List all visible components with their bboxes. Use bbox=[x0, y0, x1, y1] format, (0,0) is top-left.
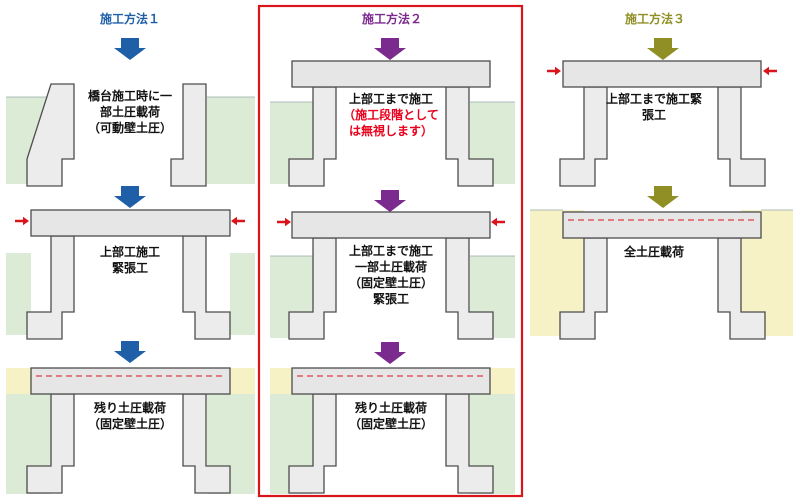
m3s1-load-arrow-left bbox=[547, 66, 561, 76]
method-2-arrow-2 bbox=[374, 190, 406, 212]
method-2-step-2-label: 上部工まで施工 一部土圧載荷 （固定壁土圧） 緊張工 bbox=[348, 244, 433, 306]
m2s2-pier-right bbox=[445, 237, 494, 340]
m2s2-load-arrow-left bbox=[277, 217, 291, 227]
m1s3-soil-yellow-left bbox=[6, 368, 31, 394]
m2s2-load-arrow-right bbox=[491, 217, 505, 227]
method-2-arrow-1 bbox=[374, 38, 406, 60]
method-2-highlight-frame bbox=[257, 4, 524, 498]
m1s3-pier-left bbox=[26, 393, 75, 494]
m3s2-deck bbox=[562, 211, 762, 239]
m2s2-pier-left bbox=[288, 237, 337, 340]
method-3-arrow-2 bbox=[647, 186, 679, 208]
method-3-title: 施工方法３ bbox=[624, 12, 685, 26]
method-2-step-1-label: 上部工まで施工 （施工段階として は無視します） bbox=[343, 92, 439, 138]
m2s1-pier-right bbox=[445, 86, 494, 187]
m2s3-soil-yellow-right bbox=[490, 368, 515, 394]
m1s3-deck bbox=[30, 367, 231, 395]
m2s1-pier-left bbox=[288, 86, 337, 187]
method-2-arrow-3 bbox=[374, 342, 406, 364]
method-3-step-1-label: 上部工まで施工緊 張工 bbox=[605, 92, 702, 122]
m3s2-pier-left bbox=[559, 237, 608, 340]
m3s1-deck bbox=[562, 60, 762, 88]
m2s3-pier-left bbox=[288, 393, 337, 494]
m1s1-pier-right bbox=[170, 83, 207, 187]
method-1-arrow-3 bbox=[114, 341, 146, 363]
m2s2-deck bbox=[291, 211, 491, 239]
m2s3-pier-right bbox=[445, 393, 494, 494]
m2s3-deck bbox=[291, 367, 491, 395]
method-1-step-1-label: 橋台施工時に一 部土圧載荷 （可動壁土圧） bbox=[87, 89, 172, 135]
m1s2-load-arrow-left bbox=[15, 216, 29, 226]
m3s1-pier-left bbox=[559, 86, 608, 187]
m2s3-soil-yellow-left bbox=[270, 368, 292, 394]
method-3-arrow-1 bbox=[647, 38, 679, 60]
m1s2-pier-left bbox=[26, 235, 75, 340]
m3s1-load-arrow-right bbox=[763, 66, 777, 76]
method-1-step-3-label: 残り土圧載荷 （固定壁土圧） bbox=[87, 401, 172, 431]
m1s3-soil-yellow-right bbox=[230, 368, 255, 394]
m1s2-soil-right bbox=[230, 253, 255, 335]
m1s2-pier-right bbox=[182, 235, 231, 340]
method-1-title: 施工方法１ bbox=[99, 12, 160, 26]
m1s2-deck bbox=[30, 209, 231, 237]
method-2-title: 施工方法２ bbox=[361, 12, 422, 26]
method-3-step-2-label: 全土圧載荷 bbox=[623, 245, 684, 259]
method-1-arrow-1 bbox=[114, 38, 146, 60]
m1s3-pier-right bbox=[182, 393, 231, 494]
m1s2-load-arrow-right bbox=[231, 216, 245, 226]
method-1-step-2-label: 上部工施工 緊張工 bbox=[99, 245, 160, 275]
method-2-step-3-label: 残り土圧載荷 （固定壁土圧） bbox=[348, 401, 433, 431]
m2s1-deck bbox=[291, 60, 491, 88]
m3s2-pier-right bbox=[717, 237, 766, 340]
m1s1-soil-right bbox=[207, 97, 255, 184]
m3s1-pier-right bbox=[717, 86, 766, 187]
m1s1-pier-left bbox=[26, 83, 75, 187]
method-1-arrow-2 bbox=[114, 186, 146, 208]
